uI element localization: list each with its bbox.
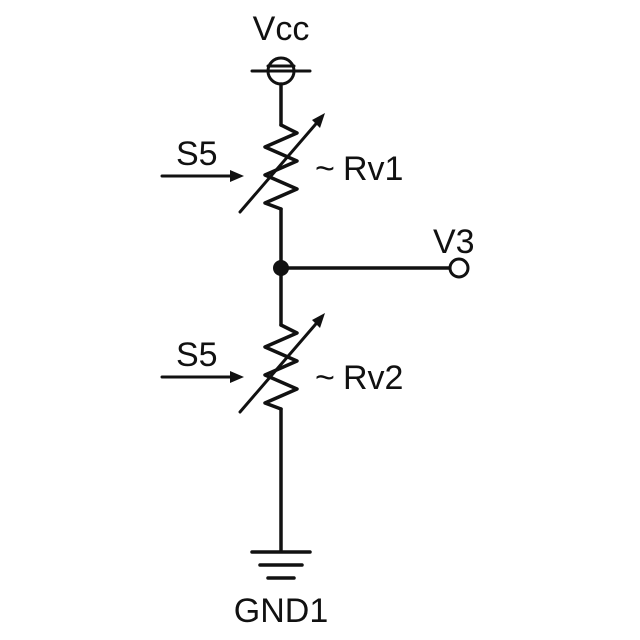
vcc-terminal-symbol [252,58,310,84]
s5-top-label: S5 [176,135,218,173]
rv1-tilde: ~ [315,150,335,188]
vcc-label: Vcc [253,10,310,48]
rv1-label: Rv1 [343,150,403,188]
ground-icon [252,552,310,578]
v3-label: V3 [433,223,475,261]
rv2-resistor-zigzag [265,325,297,409]
rv2-tilde: ~ [315,359,335,397]
s5-bottom-label: S5 [176,336,218,374]
rv1-resistor-zigzag [265,125,297,209]
rv2-label: Rv2 [343,359,403,397]
gnd-label: GND1 [234,592,328,630]
v3-terminal-icon [450,259,468,277]
